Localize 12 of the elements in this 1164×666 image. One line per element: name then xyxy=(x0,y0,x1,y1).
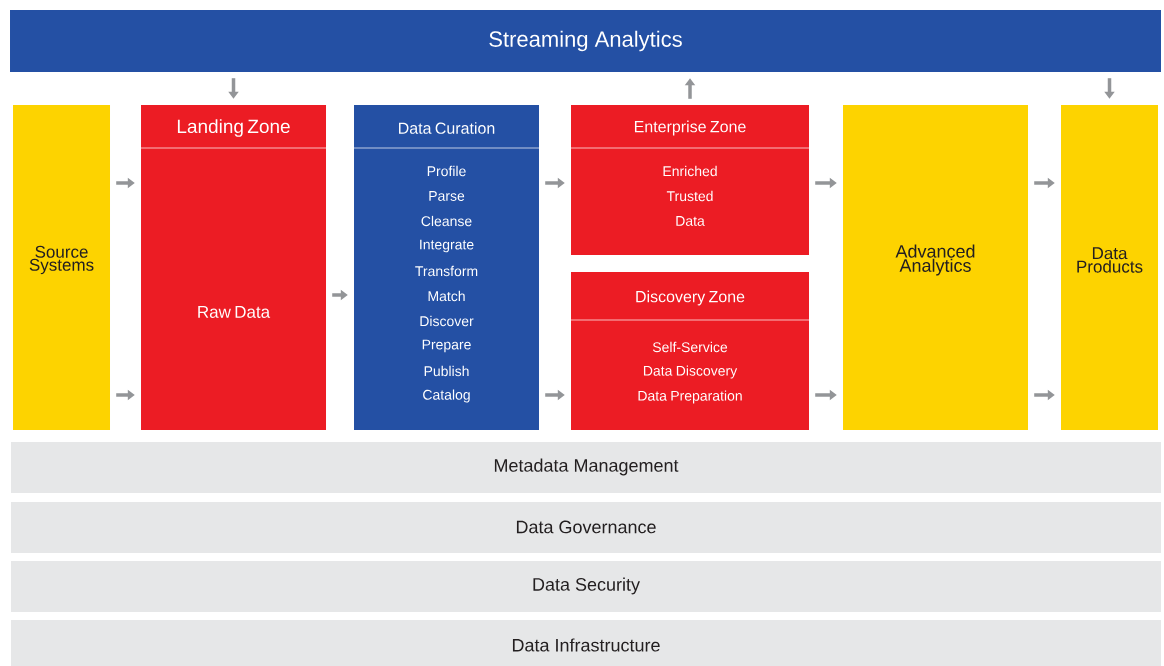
zone-box: Discovery Zone Self-Service Data Discovery Data Preparation xyxy=(570,272,810,430)
layer-band: Data Security xyxy=(11,561,1161,612)
layer-band: Metadata Management xyxy=(11,442,1161,493)
banner: Streaming Analytics xyxy=(10,10,1161,72)
curation-box: Data Curation Profile Parse Cleanse Integrate Transform Match Discover Prepare Publish Catalog xyxy=(353,105,540,430)
zone-box: Landing Zone Raw Data xyxy=(140,105,327,430)
column-box: Data Products xyxy=(1061,105,1158,430)
column-box: Advanced Analytics xyxy=(843,105,1028,430)
zone-box: Enterprise Zone Enriched Trusted Data xyxy=(570,105,810,255)
layer-band: Data Governance xyxy=(11,502,1161,553)
column-box: Source Systems xyxy=(13,105,110,430)
layer-band: Data Infrastructure xyxy=(11,620,1161,666)
